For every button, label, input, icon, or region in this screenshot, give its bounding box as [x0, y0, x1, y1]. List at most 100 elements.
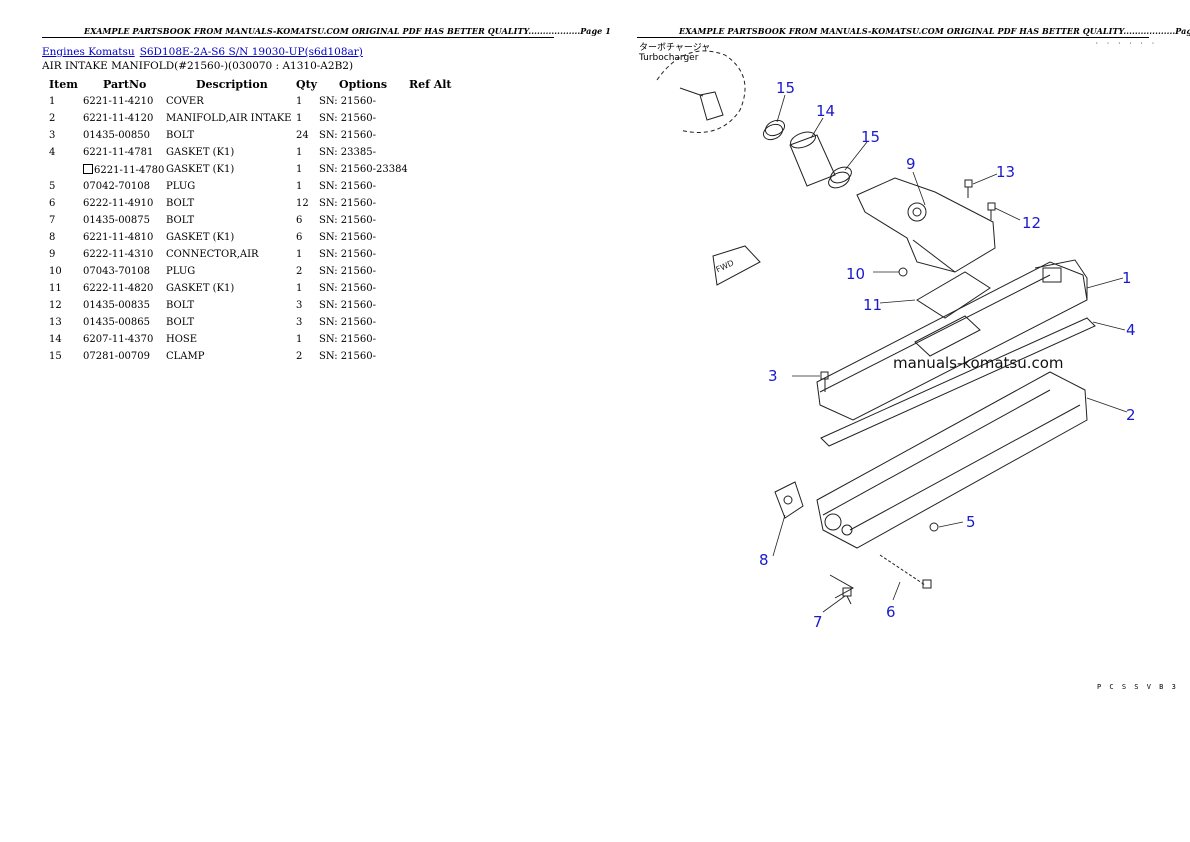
cell-options: SN: 21560- [319, 232, 376, 243]
cell-partno: 07281-00709 [83, 351, 151, 362]
bolt-3 [820, 371, 829, 392]
cell-partno: 07042-70108 [83, 181, 151, 192]
cell-item: 12 [49, 300, 62, 311]
cell-ref-alt [409, 246, 459, 263]
cell-partno: 01435-00850 [83, 130, 151, 141]
cell-qty: 1 [296, 283, 303, 294]
cell-partno: 6221-11-4810 [83, 232, 154, 243]
cell-options: SN: 23385- [319, 147, 376, 158]
cell-ref-alt [409, 127, 459, 144]
cell-options: SN: 21560- [319, 96, 376, 107]
bolt-7 [829, 574, 855, 605]
callout-8: 8 [759, 551, 769, 569]
parts-table: Item PartNo Description Qty Options Ref … [44, 76, 459, 365]
cell-options: SN: 21560- [319, 266, 376, 277]
cell-partno: 07043-70108 [83, 266, 151, 277]
leader-lines [772, 94, 1128, 613]
cell-description: BOLT [166, 215, 195, 226]
cell-ref-alt [409, 195, 459, 212]
table-row: 6221-11-4780 GASKET (K1) 1 SN: 21560-233… [44, 161, 459, 178]
cell-partno: 6222-11-4310 [83, 249, 154, 260]
cell-qty: 24 [296, 130, 309, 141]
table-row: 9 6222-11-4310 CONNECTOR,AIR 1 SN: 21560… [44, 246, 459, 263]
cell-description: MANIFOLD,AIR INTAKE [166, 113, 292, 124]
page-1-banner: EXAMPLE PARTSBOOK FROM MANUALS-KOMATSU.C… [84, 26, 611, 36]
cell-item: 3 [49, 130, 56, 141]
cell-partno: 6221-11-4781 [83, 147, 154, 158]
table-row: 13 01435-00865 BOLT 3 SN: 21560- [44, 314, 459, 331]
table-row: 6 6222-11-4910 BOLT 12 SN: 21560- [44, 195, 459, 212]
cell-options: SN: 21560- [319, 181, 376, 192]
cell-item [44, 161, 83, 178]
cell-description: COVER [166, 96, 204, 107]
cell-ref-alt [409, 314, 459, 331]
air-connector [856, 177, 996, 273]
cell-qty: 1 [296, 147, 303, 158]
figure-code: P C S S V B 3 [1097, 683, 1178, 691]
cell-qty: 6 [296, 215, 303, 226]
cell-ref-alt [409, 331, 459, 348]
page-title: AIR INTAKE MANIFOLD(#21560-)(030070 : A1… [42, 60, 354, 72]
header-item: Item [49, 78, 78, 91]
table-row: 2 6221-11-4120 MANIFOLD,AIR INTAKE 1 SN:… [44, 110, 459, 127]
callout-5: 5 [966, 513, 976, 531]
turbocharger-label: ターボチャージャ Turbocharger [639, 40, 710, 63]
cell-options: SN: 21560- [319, 334, 376, 345]
cell-description: PLUG [166, 181, 196, 192]
table-row: 8 6221-11-4810 GASKET (K1) 6 SN: 21560- [44, 229, 459, 246]
cell-item: 4 [49, 147, 56, 158]
bolt-13 [964, 179, 973, 198]
cell-partno: 6221-11-4120 [83, 113, 154, 124]
breadcrumb-link-engines[interactable]: Engines Komatsu [42, 46, 135, 58]
cell-partno: 01435-00875 [83, 215, 151, 226]
gasket-8 [774, 481, 804, 519]
cell-options: SN: 21560- [319, 283, 376, 294]
gasket-11 [916, 271, 991, 319]
breadcrumb-link-model[interactable]: S6D108E-2A-S6 S/N 19030-UP(s6d108ar) [139, 46, 363, 58]
callout-12: 12 [1022, 214, 1041, 232]
plug-10 [898, 267, 908, 277]
callout-9: 9 [906, 155, 916, 173]
cell-description: PLUG [166, 266, 196, 277]
cell-item: 8 [49, 232, 56, 243]
callout-7: 7 [813, 613, 823, 631]
cell-description: GASKET (K1) [166, 232, 235, 243]
cell-options: SN: 21560- [319, 113, 376, 124]
cell-options: SN: 21560- [319, 249, 376, 260]
callout-2: 2 [1126, 406, 1136, 424]
cover-1 [816, 259, 1088, 421]
header-description: Description [196, 78, 268, 91]
cell-qty: 2 [296, 266, 303, 277]
table-row: 4 6221-11-4781 GASKET (K1) 1 SN: 23385- [44, 144, 459, 161]
turbocharger-en-label: Turbocharger [639, 53, 699, 63]
table-row: 14 6207-11-4370 HOSE 1 SN: 21560- [44, 331, 459, 348]
page-1: EXAMPLE PARTSBOOK FROM MANUALS-KOMATSU.C… [42, 26, 611, 365]
page-2: EXAMPLE PARTSBOOK FROM MANUALS-KOMATSU.C… [595, 0, 1190, 842]
cell-options: SN: 21560- [319, 351, 376, 362]
cell-item: 14 [49, 334, 62, 345]
cell-description: GASKET (K1) [166, 164, 235, 175]
cell-ref-alt [409, 280, 459, 297]
cell-item: 2 [49, 113, 56, 124]
table-row: 12 01435-00835 BOLT 3 SN: 21560- [44, 297, 459, 314]
callout-15a: 15 [776, 79, 795, 97]
cell-qty: 1 [296, 113, 303, 124]
callout-1: 1 [1122, 269, 1132, 287]
header-qty: Qty [296, 78, 318, 91]
top-code: · · · · · · [1095, 40, 1157, 47]
table-row: 3 01435-00850 BOLT 24 SN: 21560- [44, 127, 459, 144]
cell-options: SN: 21560- [319, 130, 376, 141]
table-header-row: Item PartNo Description Qty Options Ref … [44, 76, 459, 93]
cell-item: 5 [49, 181, 56, 192]
callout-3: 3 [768, 367, 778, 385]
cell-partno: 6221-11-4210 [83, 96, 154, 107]
gasket-4 [820, 317, 1096, 447]
callout-14: 14 [816, 102, 835, 120]
banner-rule [42, 37, 554, 38]
cell-qty: 1 [296, 249, 303, 260]
cell-qty: 1 [296, 181, 303, 192]
fwd-arrow-icon [712, 245, 761, 286]
callout-10: 10 [846, 265, 865, 283]
cell-description: BOLT [166, 300, 195, 311]
table-row: 10 07043-70108 PLUG 2 SN: 21560- [44, 263, 459, 280]
